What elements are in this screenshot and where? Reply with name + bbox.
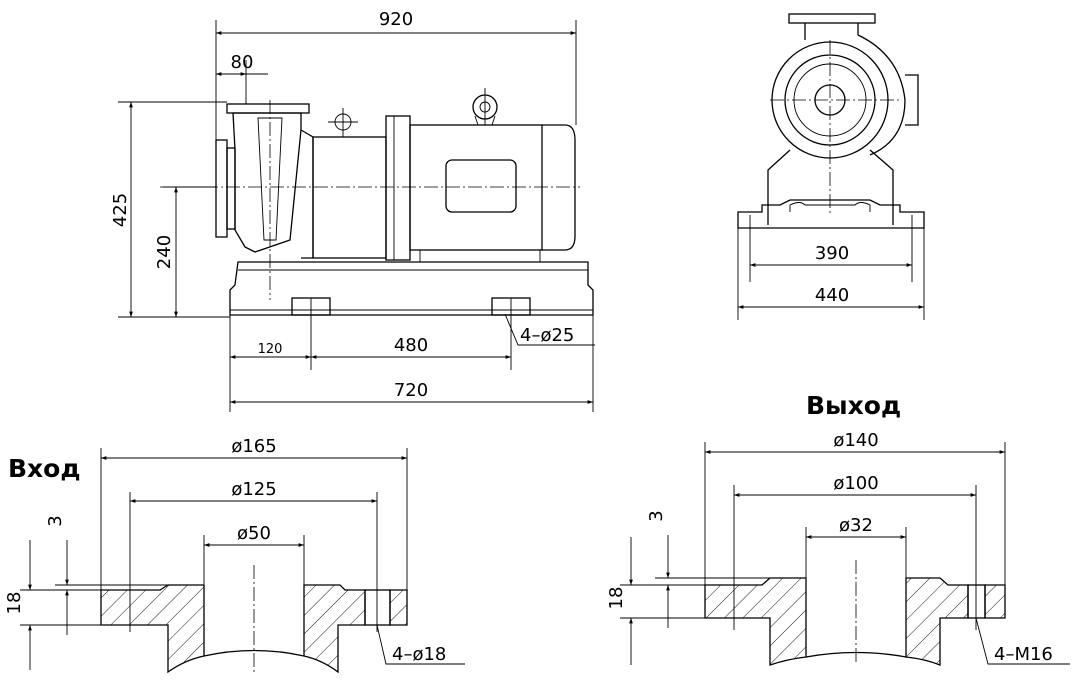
inlet-bore: ø50 bbox=[237, 523, 271, 544]
inlet-flange bbox=[100, 565, 408, 674]
end-view-dimensions bbox=[737, 215, 925, 320]
inlet-raised-face: 3 bbox=[45, 515, 66, 526]
dim-bolt-spacing: 480 bbox=[394, 335, 428, 356]
outlet-flange bbox=[704, 560, 1006, 666]
side-view-dimensions bbox=[118, 20, 595, 412]
outlet-bolt-circle: ø100 bbox=[833, 473, 878, 494]
outlet-bore: ø32 bbox=[839, 515, 873, 536]
dim-height-total: 425 bbox=[110, 193, 131, 227]
outlet-title: Выход bbox=[806, 391, 901, 420]
dim-overall-length: 920 bbox=[379, 9, 413, 30]
end-view bbox=[737, 13, 925, 229]
dim-end-base-width: 440 bbox=[815, 285, 849, 306]
dim-flange-offset: 80 bbox=[231, 52, 254, 73]
inlet-title: Вход bbox=[8, 454, 81, 483]
inlet-thickness: 18 bbox=[4, 592, 25, 615]
side-view bbox=[160, 88, 594, 316]
outlet-thickness: 18 bbox=[606, 587, 627, 610]
dim-height-axis: 240 bbox=[154, 235, 175, 269]
inlet-outer-diameter: ø165 bbox=[231, 436, 276, 457]
inlet-bolt-circle: ø125 bbox=[231, 479, 276, 500]
dim-bolt-holes: 4–ø25 bbox=[520, 325, 574, 346]
dim-end-bolt-spacing: 390 bbox=[815, 243, 849, 264]
inlet-holes: 4–ø18 bbox=[392, 644, 446, 665]
outlet-raised-face: 3 bbox=[646, 510, 667, 521]
dim-base-length: 720 bbox=[394, 380, 428, 401]
dim-bolt-offset: 120 bbox=[258, 342, 283, 357]
outlet-outer-diameter: ø140 bbox=[833, 430, 878, 451]
outlet-holes: 4–M16 bbox=[994, 644, 1053, 665]
outlet-flange-dimensions bbox=[620, 442, 1070, 665]
inlet-flange-dimensions bbox=[20, 448, 465, 670]
